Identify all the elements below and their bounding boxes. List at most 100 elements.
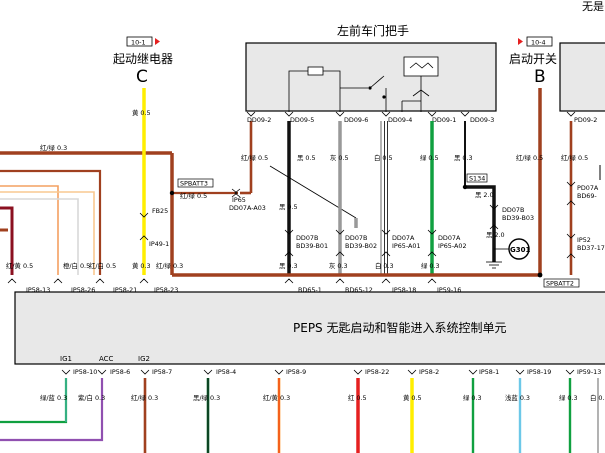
wire-label: 白 0.5	[374, 153, 393, 162]
peps-module-title: PEPS 无匙启动和智能进入系统控制单元	[293, 320, 507, 335]
module-pin-ig1: IG1	[60, 355, 72, 363]
green-wire: 绿 0.5 DD07A IP65-A02 绿 0.3	[420, 121, 467, 275]
ref-arrow-icon	[518, 38, 523, 45]
spbatt3-branch: SPBATT3 红/绿 0.5 IP65 DD07A-A03	[169, 178, 266, 212]
connector-bd69: BD69-	[577, 192, 597, 200]
connector-ip65-a02: IP65-A02	[438, 242, 467, 250]
pin-dd09-6: DD09-6	[344, 116, 368, 124]
pin-bd65-12: BD65-12	[345, 286, 373, 294]
pin-ip59-16: IP59-16	[437, 286, 461, 294]
pin-dd09-4: DD09-4	[388, 116, 412, 124]
corner-title: 无是	[582, 0, 604, 13]
connector-ip65: IP65	[232, 196, 246, 204]
pin-dd09-5: DD09-5	[290, 116, 314, 124]
ref-arrow-icon	[155, 38, 160, 45]
pin-ip58-23: IP58-23	[154, 286, 178, 294]
peps-module: PEPS 无匙启动和智能进入系统控制单元 IG1 ACC IG2	[14, 291, 605, 365]
pin-bd65-1: BD65-1	[298, 286, 322, 294]
wire-label: 红 0.5	[348, 393, 367, 402]
start-switch-wire: 红/绿 0.5 SPBATT2	[172, 88, 580, 288]
wire-label: 红/绿 0.5	[561, 153, 588, 162]
door-handle-title: 左前车门把手	[337, 23, 409, 38]
door-handle-box	[245, 42, 497, 112]
wire-label: 黑 0.3	[279, 262, 298, 270]
pin-ip58-4: IP58-4	[216, 368, 236, 376]
wire-label: 红/绿 0.5	[241, 153, 268, 162]
pin-ip59-13: IP59-13	[577, 368, 601, 376]
pin-ip58-26: IP58-26	[71, 286, 95, 294]
pin-ip58-2: IP58-2	[419, 368, 439, 376]
wire-label: 橙/白 0.5	[63, 261, 90, 270]
wire-label: 黄 0.3	[132, 261, 151, 270]
connector-bd39-b02: BD39-B02	[345, 242, 377, 250]
wire-label: 黄 0.5	[403, 393, 422, 402]
switch-icon	[369, 75, 385, 89]
left-ref-name: 起动继电器	[113, 52, 173, 66]
connector-dd07a-a03: DD07A-A03	[229, 204, 266, 212]
wire-label: 红/绿 0.5	[180, 191, 207, 200]
pd09-2-wire: 红/绿 0.5 PD07A BD69- IP52 BD37-17	[561, 121, 605, 275]
connector-ip65-a01: IP65-A01	[392, 242, 421, 250]
top-feed-wire: 红/绿 0.3	[0, 143, 174, 275]
pin-ip58-7: IP58-7	[152, 368, 172, 376]
pin-ip58-19: IP58-19	[527, 368, 551, 376]
pin-ip58-18: IP58-18	[392, 286, 416, 294]
connector-bd37: BD37-17	[577, 244, 605, 252]
connector-fb25: FB25	[152, 207, 168, 215]
connector-dd07a-a01: DD07A	[392, 234, 415, 242]
wire-label: 红/黄 0.3	[263, 393, 290, 402]
wire-label: 绿 0.3	[559, 393, 578, 402]
pin-ip58-6: IP58-6	[110, 368, 130, 376]
module-pin-ig2: IG2	[138, 355, 150, 363]
left-reference: 10-1 起动继电器 C	[113, 36, 173, 87]
wire-label: 红/白 0.5	[89, 261, 116, 270]
left-ref-box	[126, 36, 153, 47]
pin-pd09-2: PD09-2	[574, 116, 597, 124]
connector-ip49-1: IP49-1	[149, 240, 169, 248]
wire-label: 白 0.3	[375, 261, 394, 270]
wire-label: 黑 0.3	[454, 154, 473, 162]
white-wire: 白 0.5 DD07A IP65-A01 白 0.3	[374, 121, 421, 275]
splice-s134: S134	[469, 175, 485, 183]
wire-label: 绿 0.3	[421, 261, 440, 270]
wire-label: 灰 0.3	[329, 261, 348, 270]
pin-ip58-1: IP58-1	[479, 368, 499, 376]
module-pin-acc: ACC	[99, 355, 114, 363]
wire-label: 白 0.3	[590, 393, 605, 402]
wire-label: 绿 0.5	[420, 153, 439, 162]
pin-ip58-22: IP58-22	[365, 368, 389, 376]
yellow-relay-wire: 黄 0.5 FB25 IP49-1	[132, 88, 169, 275]
pin-terminals	[246, 111, 576, 117]
pin-dd09-3: DD09-3	[470, 116, 494, 124]
wire-label: 灰 0.5	[330, 153, 349, 162]
left-ref-letter: C	[136, 67, 148, 87]
pin-ip58-9: IP58-9	[286, 368, 306, 376]
wire-label: 黑 2.0	[486, 231, 505, 239]
connector-dd07a-a02: DD07A	[438, 234, 461, 242]
door-handle-pins: DD09-2 DD09-5 DD09-6 DD09-4 DD09-1 DD09-…	[247, 116, 597, 124]
wire-label: 红/绿 0.3	[156, 261, 183, 270]
ground-wire: 黑 0.3 S134 黑 2.0 DD07B BD39-B03 黑 2.0 G3…	[454, 121, 534, 269]
left-ref-number: 10-1	[131, 39, 146, 47]
pin-dd09-2: DD09-2	[247, 116, 271, 124]
connector-ip52: IP52	[577, 236, 591, 244]
right-reference: 10-4 启动开关 B	[509, 36, 557, 87]
wire-label: 紫/白 0.3	[78, 393, 105, 402]
antenna-coil-icon	[403, 56, 439, 77]
splice-spbatt3: SPBATT3	[180, 180, 208, 188]
peps-module-box	[14, 291, 605, 365]
resistor-icon	[307, 66, 324, 76]
wire-label: 红/绿 0.3	[40, 143, 67, 152]
connector-dd07b-b03: DD07B	[502, 206, 524, 214]
wire-label: 红/绿 0.3	[131, 393, 158, 402]
left-harness	[0, 169, 102, 275]
wire-label: 红/黄 0.5	[6, 261, 33, 270]
ground-label: G301	[510, 246, 530, 254]
connector-pd07a: PD07A	[577, 184, 599, 192]
wire-label: 绿/蓝 0.3	[40, 393, 67, 402]
wire-label: 黄 0.5	[132, 108, 151, 117]
pin-dd09-1: DD09-1	[432, 116, 456, 124]
pin-ip58-10: IP58-10	[73, 368, 97, 376]
module-bottom-pins: IP58-10 IP58-6 IP58-7 IP58-4 IP58-9 IP58…	[61, 368, 601, 376]
